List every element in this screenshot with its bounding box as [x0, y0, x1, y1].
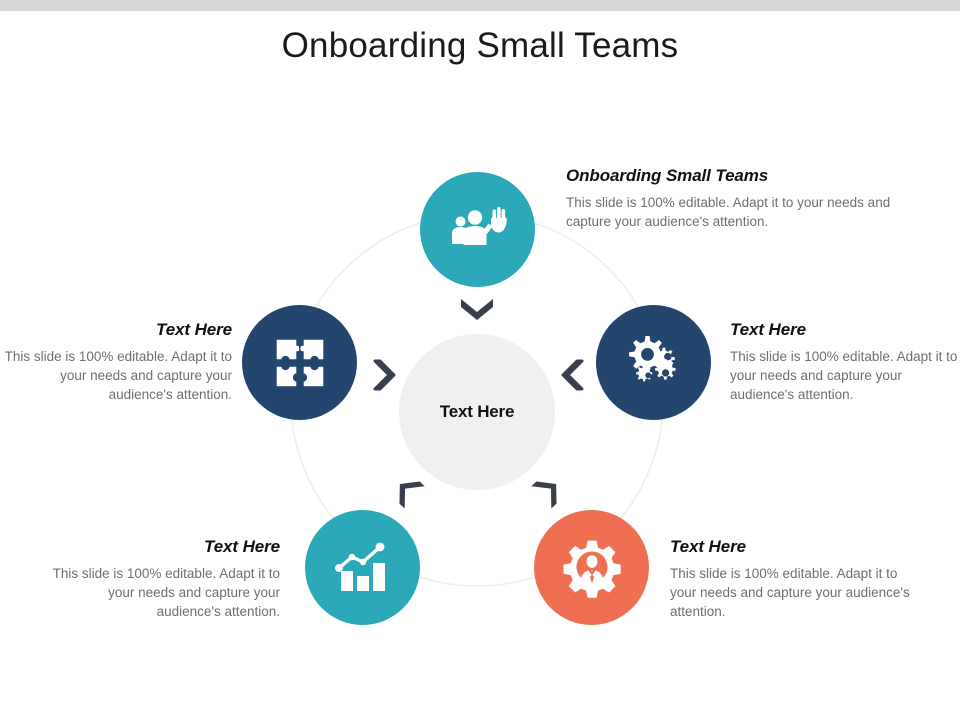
node-right[interactable] [596, 305, 711, 420]
text-block-top-right-body: This slide is 100% editable. Adapt it to… [566, 195, 891, 229]
text-block-right-title: Text Here [730, 320, 806, 339]
text-block-left-title: Text Here [156, 320, 232, 339]
text-block-bottom-right-body: This slide is 100% editable. Adapt it to… [670, 566, 910, 619]
bar-chart-growth-icon [334, 542, 385, 591]
text-block-left: Text Here This slide is 100% editable. A… [0, 320, 232, 404]
gears-icon [628, 335, 676, 381]
text-block-top-right-title: Onboarding Small Teams [566, 166, 769, 185]
chevron-up-right-icon [399, 481, 425, 509]
text-block-bottom-left-title: Text Here [204, 537, 280, 556]
chevron-up-left-icon [531, 481, 557, 509]
gear-person-icon [563, 540, 621, 598]
text-block-bottom-left: Text Here This slide is 100% editable. A… [44, 537, 280, 621]
text-block-bottom-right-title: Text Here [670, 537, 746, 556]
text-block-bottom-right: Text Here This slide is 100% editable. A… [670, 537, 910, 621]
text-block-left-body: This slide is 100% editable. Adapt it to… [4, 349, 232, 402]
puzzle-icon [274, 337, 325, 388]
node-bottom-right[interactable] [534, 510, 649, 625]
chevron-left-icon [561, 359, 584, 391]
top-accent-bar [0, 0, 960, 11]
page-title: Onboarding Small Teams [281, 26, 679, 65]
person-raised-hand-icon [451, 206, 507, 245]
node-bottom-left[interactable] [305, 510, 420, 625]
text-block-top-right: Onboarding Small Teams This slide is 100… [566, 166, 896, 231]
center-node[interactable]: Text Here [399, 334, 555, 490]
node-top[interactable] [420, 172, 535, 287]
text-block-right-body: This slide is 100% editable. Adapt it to… [730, 349, 958, 402]
chevron-right-icon [373, 359, 396, 391]
node-left[interactable] [242, 305, 357, 420]
center-node-label: Text Here [439, 402, 515, 421]
text-block-right: Text Here This slide is 100% editable. A… [730, 320, 960, 404]
chevron-down-icon [461, 299, 493, 320]
text-block-bottom-left-body: This slide is 100% editable. Adapt it to… [52, 566, 280, 619]
